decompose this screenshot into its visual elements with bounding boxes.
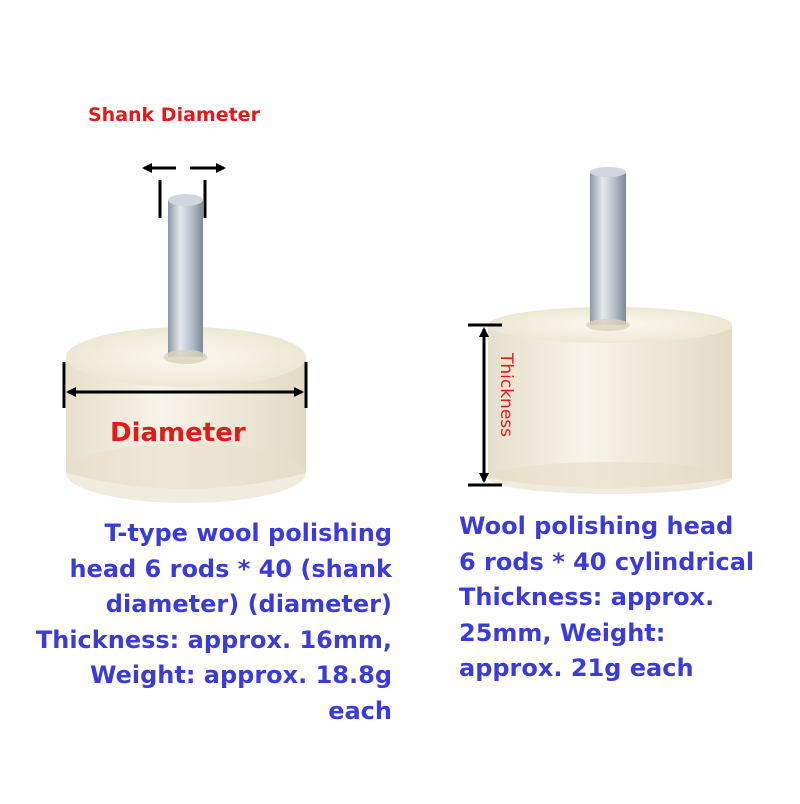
left-description-line: Thickness: approx. 16mm, xyxy=(35,625,392,654)
shank-rod xyxy=(168,200,203,357)
right-description-line: Wool polishing head xyxy=(459,512,734,540)
right-description-line: 25mm, Weight: xyxy=(459,618,666,647)
right-product-description: Wool polishing head 6 rods * 40 cylindri… xyxy=(459,509,799,687)
left-description-line: Weight: approx. 18.8g xyxy=(89,661,392,689)
shank-rod-base xyxy=(163,350,208,364)
shank-rod-tip xyxy=(168,194,203,206)
right-description-line: approx. 21g each xyxy=(459,654,694,682)
left-description-line: each xyxy=(328,696,392,725)
felt-cylinder-bottom xyxy=(488,462,732,494)
shank-diameter-label: Shank Diameter xyxy=(88,104,260,126)
cylinder-shank-base xyxy=(586,319,630,331)
felt-wheel-bottom xyxy=(66,443,306,503)
diameter-label: Diameter xyxy=(110,418,246,448)
left-product-description: T-type wool polishing head 6 rods * 40 (… xyxy=(0,516,392,729)
cylinder-shank-rod xyxy=(590,172,626,325)
thickness-label: Thickness xyxy=(496,352,516,438)
cylinder-shank-tip xyxy=(590,167,626,177)
left-description-line: diameter) (diameter) xyxy=(105,590,392,618)
cylindrical-polishing-head xyxy=(468,167,732,494)
t-type-polishing-head xyxy=(62,163,308,503)
left-description-line: head 6 rods * 40 (shank xyxy=(69,554,392,583)
right-description-line: 6 rods * 40 cylindrical xyxy=(459,547,755,576)
right-description-line: Thickness: approx. xyxy=(459,583,715,611)
left-description-line: T-type wool polishing xyxy=(104,519,392,547)
felt-cylinder-side xyxy=(488,325,732,488)
